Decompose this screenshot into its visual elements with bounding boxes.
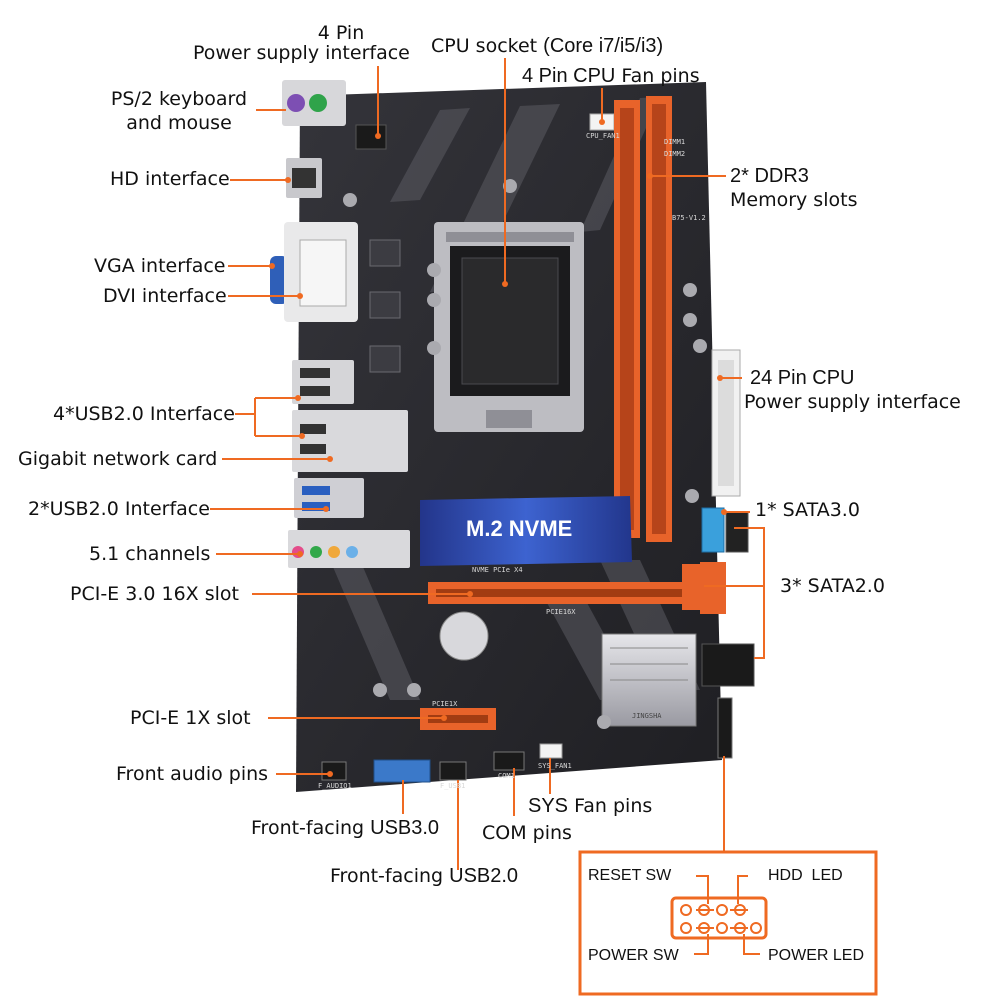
- label-usb30: Front-facing USB3.0: [251, 816, 439, 841]
- label-cpu-socket: CPU socket (Core i7/i5/i3): [431, 34, 663, 59]
- front-panel-detail-box: [578, 850, 878, 996]
- ram-label-b: DIMM2: [664, 150, 686, 158]
- label-usb20-a: Front-facing: [330, 865, 444, 887]
- lan-port: [292, 410, 408, 472]
- label-dvi: DVI interface: [103, 285, 227, 307]
- sata2-ports-lower: [700, 562, 726, 614]
- m2-sub-label: NVME PCIe X4: [472, 566, 523, 574]
- label-ddr3-a: 2* DDR3: [730, 165, 809, 187]
- front-audio-header: [321, 761, 347, 781]
- ram-label-a: DIMM1: [664, 138, 686, 146]
- pcie1-slot: [420, 708, 496, 730]
- label-ddr3-b: Memory slots: [730, 189, 858, 211]
- label-cpu-socket-text: CPU socket: [431, 35, 538, 57]
- board-model: B75-V1.2: [672, 214, 706, 222]
- label-usb2: 2*USB2.0 Interface: [28, 498, 210, 520]
- panel-pins: [670, 875, 768, 955]
- vrm-chokes: [369, 239, 401, 373]
- com-code: COM1: [498, 772, 515, 780]
- label-lan: Gigabit network card: [18, 448, 218, 470]
- label-sys-fan-b: Fan pins: [574, 795, 653, 817]
- sys-fan-header: [539, 743, 563, 759]
- pcie16-code: PCIE16X: [546, 608, 576, 616]
- com-header: [493, 751, 525, 771]
- label-hd: HD interface: [110, 168, 230, 190]
- front-panel-header: [717, 697, 733, 759]
- cpu-fan-code: CPU_FAN1: [586, 132, 620, 140]
- 24pin-power-connector: [711, 349, 741, 497]
- cpu-socket: [434, 222, 584, 432]
- label-cpu-fan: 4 Pin CPU Fan pins: [522, 64, 700, 89]
- pcie1-code: PCIE1X: [432, 700, 458, 708]
- chipset-brand: JINGSHA: [632, 712, 662, 720]
- label-sys-fan-a: SYS: [528, 795, 569, 817]
- panel-reset-sw: RESET SW: [588, 867, 672, 884]
- m2-label: M.2 NVME: [466, 516, 573, 541]
- label-pcie1: PCI-E 1X slot: [130, 707, 251, 729]
- label-usb20-b: USB2.0: [449, 865, 519, 887]
- label-vga: VGA interface: [94, 255, 226, 277]
- label-24pin: 24 Pin CPU Power supply interface: [744, 366, 961, 415]
- panel-power-sw: POWER SW: [588, 947, 679, 964]
- label-ddr3: 2* DDR3 Memory slots: [730, 164, 857, 213]
- sata2-stack: [701, 643, 755, 687]
- ps2-green-port: [309, 94, 327, 112]
- front-audio-code: F_AUDIO1: [318, 782, 352, 790]
- label-sata3: 1* SATA3.0: [755, 499, 860, 521]
- usb-stack-2: [294, 478, 364, 518]
- callout-dots: [269, 119, 727, 777]
- label-usb30-b: USB3.0: [370, 817, 440, 839]
- label-ps2: PS/2 keyboard and mouse: [104, 88, 254, 136]
- ps2-purple-port: [287, 94, 305, 112]
- sata3-port: [701, 507, 725, 553]
- label-front-audio: Front audio pins: [116, 763, 269, 785]
- label-cpu-socket-models: (Core i7/i5/i3): [543, 35, 664, 57]
- label-sata2: 3* SATA2.0: [780, 575, 885, 597]
- m2-slot: [420, 496, 632, 566]
- sys-fan-code: SYS_FAN1: [538, 762, 572, 770]
- chipset-heatsink: [601, 633, 697, 727]
- label-cpu-fan-b: Fan pins: [621, 65, 700, 87]
- rear-io: [270, 80, 410, 568]
- label-ps2-b: and mouse: [126, 111, 232, 134]
- callout-lines: [210, 58, 765, 870]
- vga-port: [270, 256, 288, 304]
- front-usb3-header: [373, 759, 431, 783]
- label-ps2-a: PS/2 keyboard: [110, 88, 248, 110]
- label-com: COM pins: [482, 822, 572, 844]
- sata2-ports: [725, 511, 749, 553]
- label-4pin-sub: Power supply interface: [193, 42, 410, 64]
- label-usb20: Front-facing USB2.0: [330, 864, 518, 889]
- cmos-battery: [439, 611, 489, 661]
- 4pin-power-connector: [355, 124, 387, 150]
- usb-code: F_USB1: [440, 782, 466, 790]
- label-sys-fan: SYS Fan pins: [528, 794, 652, 819]
- usb-stack-1: [292, 360, 354, 404]
- label-cpu-fan-a: 4 Pin CPU: [522, 65, 616, 87]
- label-audio51: 5.1 channels: [89, 543, 211, 565]
- label-usb30-a: Front-facing: [251, 817, 365, 839]
- label-24pin-a: 24 Pin CPU: [750, 367, 855, 389]
- panel-hdd-led: HDD LED: [768, 867, 843, 884]
- ram-slots: [614, 96, 672, 542]
- panel-power-led: POWER LED: [768, 947, 865, 964]
- pcie16-slot: [428, 564, 704, 610]
- label-usb4: 4*USB2.0 Interface: [53, 403, 235, 425]
- label-24pin-b: Power supply interface: [744, 391, 961, 413]
- front-usb2-header: [439, 761, 467, 781]
- label-pcie16: PCI-E 3.0 16X slot: [70, 583, 239, 605]
- capacitors: [343, 179, 707, 729]
- label-4pin-title: 4 Pin: [317, 22, 365, 44]
